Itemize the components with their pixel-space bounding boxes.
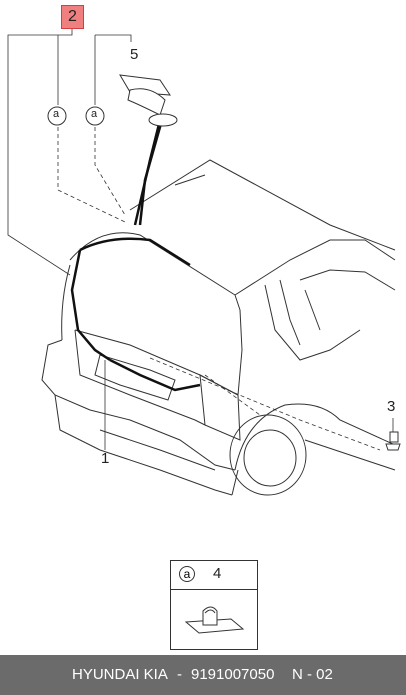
footer-part-number: 9191007050 xyxy=(191,666,275,683)
connector-a-label-right: a xyxy=(91,108,98,120)
legend-box: a 4 xyxy=(170,560,258,650)
footer-separator: - xyxy=(177,666,182,683)
clip-part-4-illustration xyxy=(184,606,245,634)
grommet-part-5 xyxy=(119,74,178,127)
screw-part-3 xyxy=(385,431,401,451)
footer-page: N - 02 xyxy=(292,666,333,683)
legend-part-number: 4 xyxy=(213,565,222,582)
legend-divider xyxy=(171,589,257,590)
car-body-outline xyxy=(41,159,396,496)
footer-brand: HYUNDAI KIA xyxy=(72,666,168,683)
connector-dashed-leaders xyxy=(57,127,381,451)
wiring-harness xyxy=(70,119,201,392)
connector-a-marker-right xyxy=(85,106,105,126)
footer-bar: HYUNDAI KIA - 9191007050 N - 02 xyxy=(0,655,406,695)
connector-a-label-left: a xyxy=(53,108,60,120)
wiring-diagram xyxy=(7,29,401,496)
part-2-leaders xyxy=(7,29,132,276)
part-2-callout-highlight: 2 xyxy=(61,5,84,29)
connector-a-marker-left xyxy=(47,106,67,126)
part-3-callout: 3 xyxy=(387,398,396,415)
part-5-callout: 5 xyxy=(130,46,139,63)
legend-marker: a xyxy=(179,566,195,582)
part-1-callout: 1 xyxy=(101,450,110,467)
